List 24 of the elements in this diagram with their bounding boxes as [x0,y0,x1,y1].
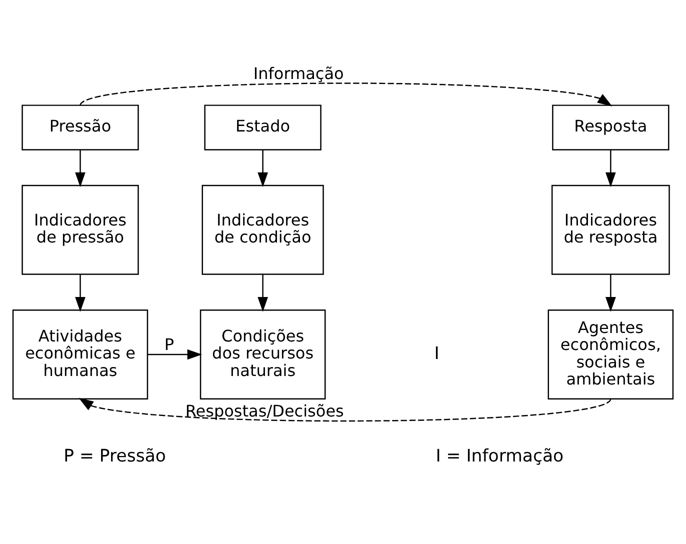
node-box: Indicadores de condição [202,184,324,274]
label: P = Pressão [64,446,166,466]
edge-label: P [164,334,174,354]
label: I = Informação [436,446,564,466]
node-box: Pressão [22,104,139,150]
node-box: Condições dos recursos naturais [200,308,326,399]
label: I [434,344,440,364]
arrow [605,149,616,187]
edge-label: Informação [253,63,344,82]
node-box: Resposta [552,104,670,150]
arrow [148,348,202,360]
arrow [605,274,616,312]
arrow [80,82,612,106]
arrow [258,149,268,187]
arrow [75,274,86,312]
node-box: Estado [204,104,322,150]
node-box: Indicadores de pressão [22,184,139,274]
node-box: Indicadores de resposta [551,184,670,274]
edge-label: Respostas/Decisões [185,401,344,420]
arrow [258,274,268,312]
node-box: Agentes econômicos, sociais e ambientais [548,308,674,399]
node-box: Atividades econômicas e humanas [12,308,148,399]
arrow [78,397,612,421]
arrow [75,149,86,187]
